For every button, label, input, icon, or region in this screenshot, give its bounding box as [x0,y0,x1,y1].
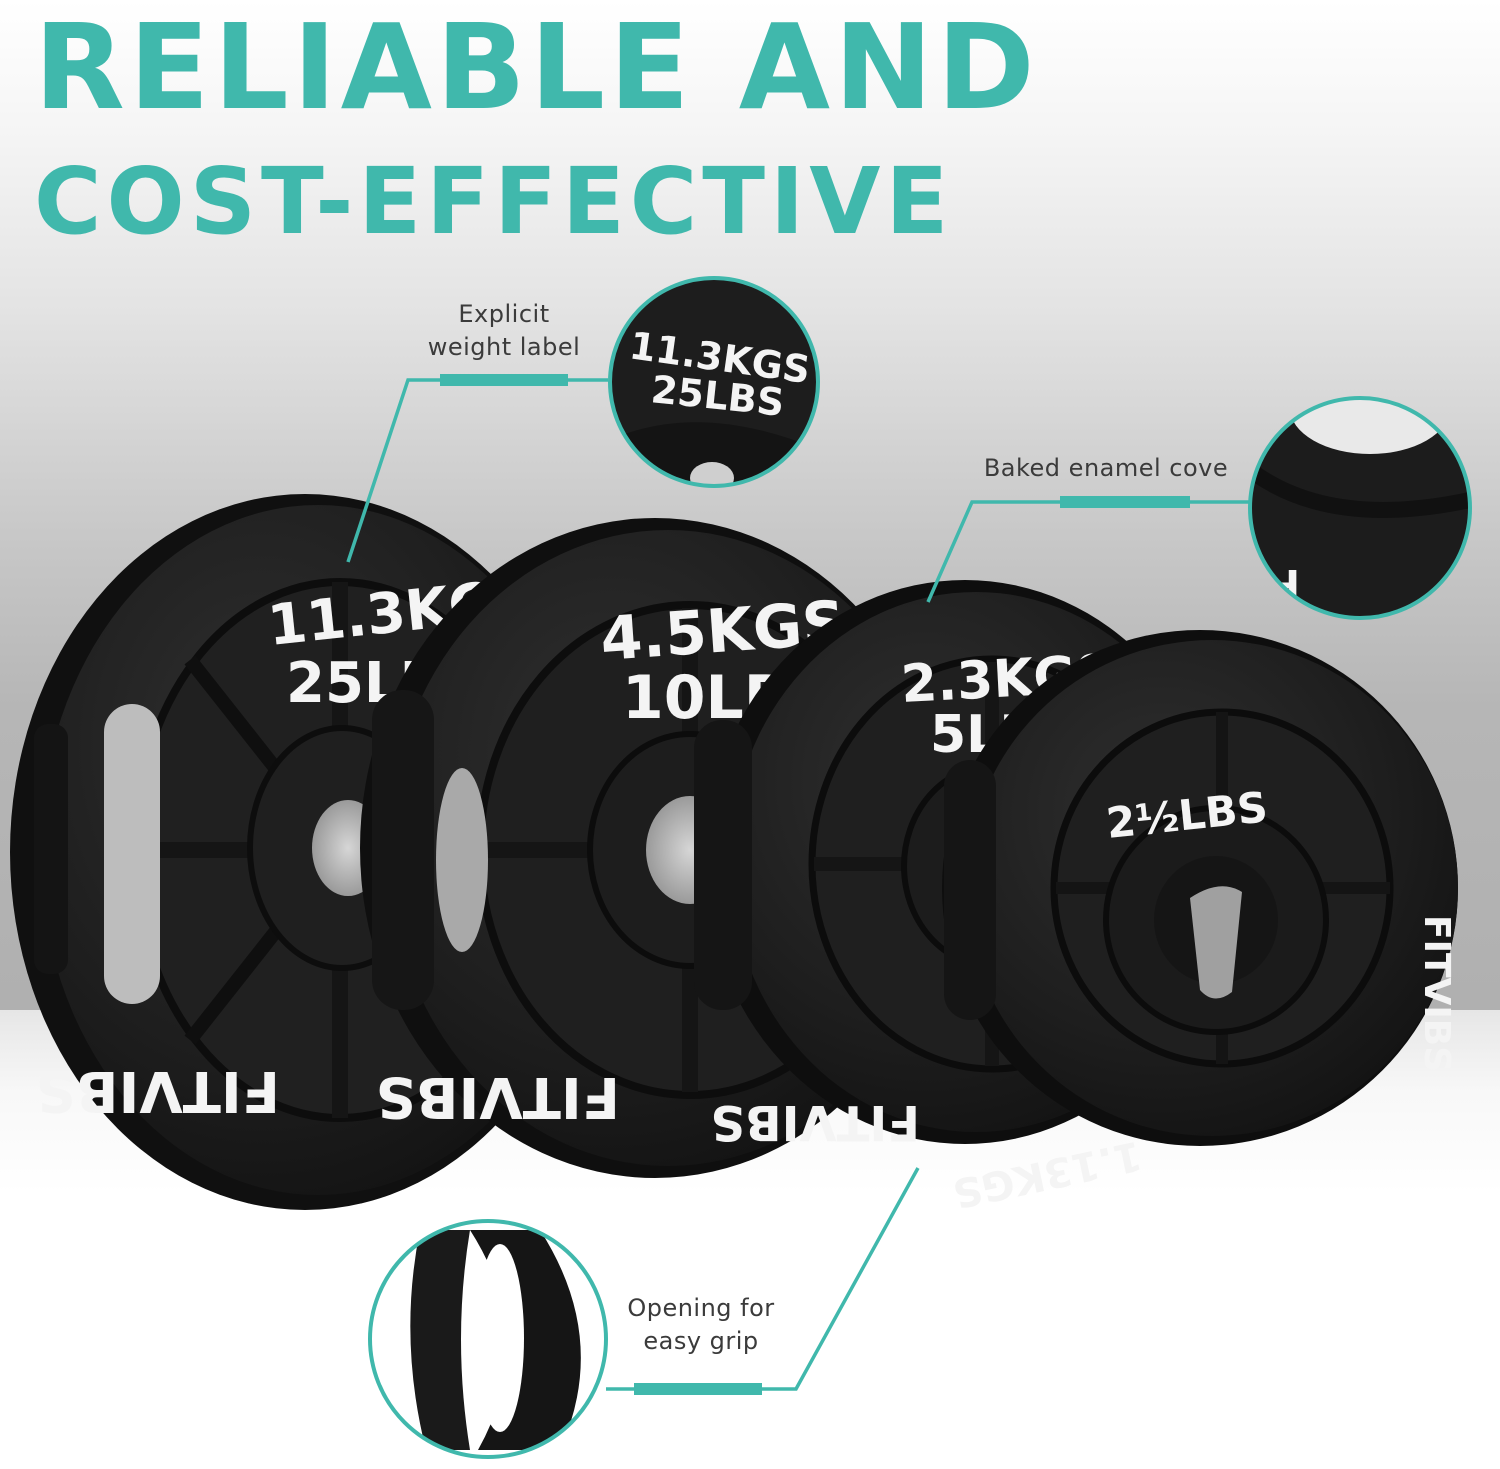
callout-grip-line-2: easy grip [643,1327,759,1355]
callout-weight-label: Explicit weight label [416,298,592,364]
headline-line-2: COST-EFFECTIVE [34,148,954,255]
callout-grip-line-1: Opening for [627,1294,775,1322]
callout-easy-grip: Opening for easy grip [608,1292,794,1358]
inset-brand-text: FITVIBS [1125,560,1300,606]
plate-2-5-brand: FITVIBS [1416,915,1457,1072]
callout-cove-line-1: Baked enamel cove [983,454,1229,482]
plate-2-5-kg-label: 1.13KGS [949,1131,1146,1216]
callout-weight-line-1: Explicit [458,300,550,328]
headline-line-1: RELIABLE AND [34,0,1039,136]
zoom-inset-weight-label: 11.3KGS 25LBS [608,276,820,488]
callout-enamel-cove: Baked enamel cove [972,452,1240,485]
plate-25-brand: FITVIBS [36,1058,280,1123]
plate-5-brand: FITVIBS [710,1094,920,1150]
plate-10-brand: FITVIBS [376,1064,620,1129]
zoom-inset-easy-grip [368,1219,608,1459]
callout-weight-line-2: weight label [427,333,581,361]
plate-2-5lbs: 2½LBS 1.13KGS FITVIBS [942,630,1458,1216]
leader-lines [346,374,1250,1395]
